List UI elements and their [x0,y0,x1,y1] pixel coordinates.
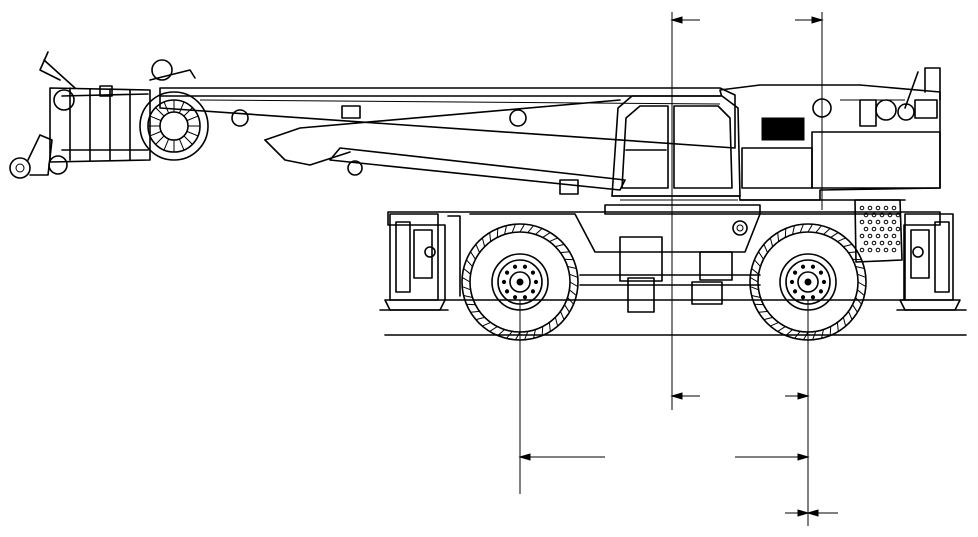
carrier-frame [387,204,941,313]
front-wheel [461,223,579,341]
jib-extension [9,51,196,179]
engine-grille [854,199,903,263]
dimension-lines [518,12,838,526]
boom-head-sheave [139,91,209,161]
superstructure [719,67,941,201]
outrigger-right [896,213,967,311]
outrigger-left [379,213,449,311]
operator-cab [611,95,741,201]
